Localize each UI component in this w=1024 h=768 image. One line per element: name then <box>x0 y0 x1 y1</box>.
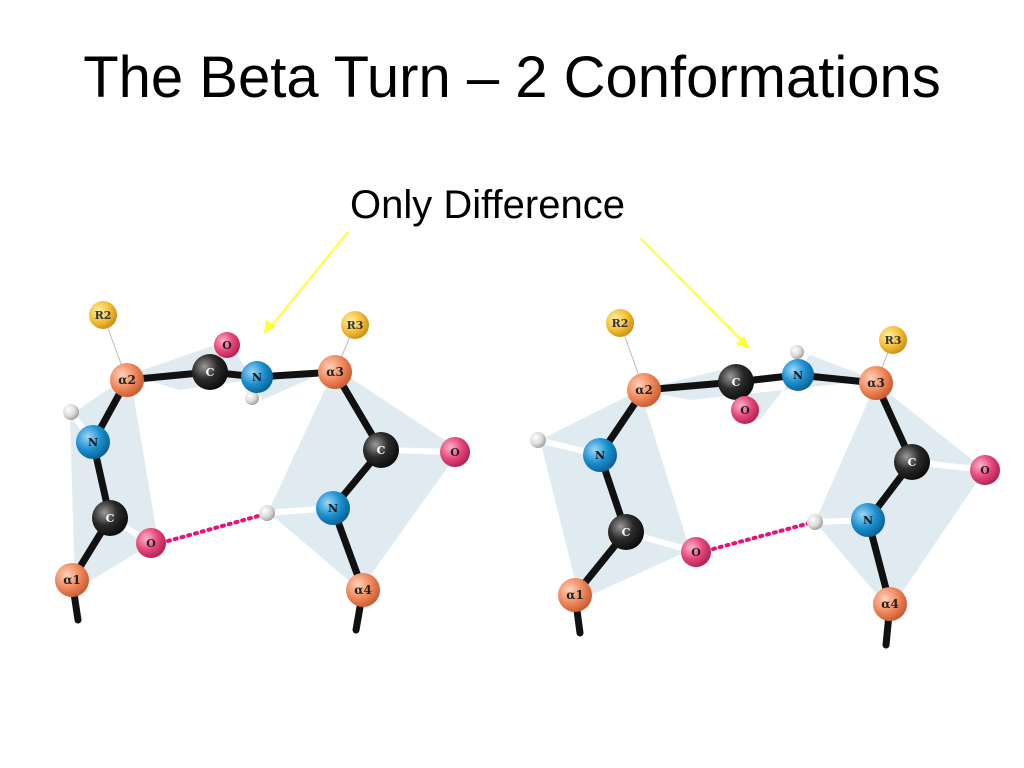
svg-text:C: C <box>908 456 917 469</box>
alpha-carbon-2: α2 <box>110 363 144 397</box>
alpha-carbon-4: α4 <box>873 587 907 621</box>
hydrogen-atom <box>530 432 546 448</box>
carbon-atom: C <box>192 354 228 390</box>
alpha-carbon-1: α1 <box>558 578 592 612</box>
svg-text:N: N <box>88 436 98 449</box>
svg-text:N: N <box>595 449 605 462</box>
arrow-left-head <box>264 320 276 334</box>
svg-text:O: O <box>980 464 990 477</box>
svg-text:O: O <box>691 546 701 559</box>
svg-text:α4: α4 <box>881 597 899 611</box>
hydrogen-atom <box>807 514 823 530</box>
oxygen-atom: O <box>440 437 470 467</box>
svg-text:N: N <box>252 371 262 384</box>
nitrogen-atom: N <box>851 503 885 537</box>
peptide-plane <box>815 383 985 610</box>
svg-text:R2: R2 <box>612 317 629 330</box>
svg-text:α3: α3 <box>326 365 344 379</box>
svg-text:α4: α4 <box>354 583 372 597</box>
svg-text:C: C <box>206 366 215 379</box>
carbon-atom: C <box>718 364 754 400</box>
arrow-right-head <box>736 336 750 349</box>
alpha-carbon-1: α1 <box>55 563 89 597</box>
nitrogen-atom: N <box>583 438 617 472</box>
r3-group: R3 <box>341 311 369 339</box>
svg-text:α2: α2 <box>635 383 653 397</box>
alpha-carbon-2: α2 <box>627 373 661 407</box>
hydrogen-bond <box>166 513 264 543</box>
svg-text:N: N <box>328 502 338 515</box>
svg-text:N: N <box>793 369 803 382</box>
r2-group: R2 <box>89 301 117 329</box>
svg-text:O: O <box>222 339 232 352</box>
svg-text:α1: α1 <box>566 588 584 602</box>
svg-text:O: O <box>146 537 156 550</box>
alpha-carbon-3: α3 <box>318 355 352 389</box>
r2-group: R2 <box>606 309 634 337</box>
peptide-plane <box>128 340 335 400</box>
arrow-right <box>639 237 747 346</box>
hydrogen-bond <box>711 521 812 551</box>
callout-arrows <box>264 231 750 349</box>
oxygen-atom: O <box>136 528 166 558</box>
carbon-atom: C <box>894 444 930 480</box>
r3-group: R3 <box>879 326 907 354</box>
carbon-atom: C <box>92 500 128 536</box>
callout-label: Only Difference <box>350 183 625 227</box>
arrow-left <box>267 231 349 331</box>
svg-text:R2: R2 <box>95 309 112 322</box>
svg-text:C: C <box>377 444 386 457</box>
hydrogen-atom <box>63 404 79 420</box>
nitrogen-atom: N <box>241 361 273 393</box>
svg-text:α1: α1 <box>63 573 81 587</box>
oxygen-atom: O <box>731 396 759 424</box>
slide-title: The Beta Turn – 2 Conformations <box>83 45 941 110</box>
nitrogen-atom: N <box>316 491 350 525</box>
peptide-plane <box>640 355 876 420</box>
svg-text:α2: α2 <box>118 373 136 387</box>
svg-text:R3: R3 <box>347 319 364 332</box>
nitrogen-atom: N <box>76 425 110 459</box>
alpha-carbon-4: α4 <box>346 573 380 607</box>
alpha-carbon-3: α3 <box>859 366 893 400</box>
svg-text:α3: α3 <box>867 376 885 390</box>
svg-text:O: O <box>450 446 460 459</box>
hydrogen-atom <box>790 345 804 359</box>
carbon-atom: C <box>608 514 644 550</box>
svg-text:O: O <box>740 404 750 417</box>
hydrogen-atom <box>245 391 259 405</box>
right-conformation: R2 R3 α2 C O N <box>530 309 1000 649</box>
svg-text:C: C <box>622 526 631 539</box>
oxygen-atom: O <box>681 537 711 567</box>
hydrogen-atom <box>259 505 275 521</box>
svg-text:C: C <box>732 376 741 389</box>
oxygen-atom: O <box>214 332 240 358</box>
left-conformation: R2 R3 α2 O C N <box>55 301 470 634</box>
carbon-atom: C <box>363 432 399 468</box>
svg-text:C: C <box>106 512 115 525</box>
svg-text:N: N <box>863 514 873 527</box>
oxygen-atom: O <box>970 455 1000 485</box>
nitrogen-atom: N <box>782 359 814 391</box>
svg-text:R3: R3 <box>885 334 902 347</box>
peptide-plane <box>268 368 460 590</box>
